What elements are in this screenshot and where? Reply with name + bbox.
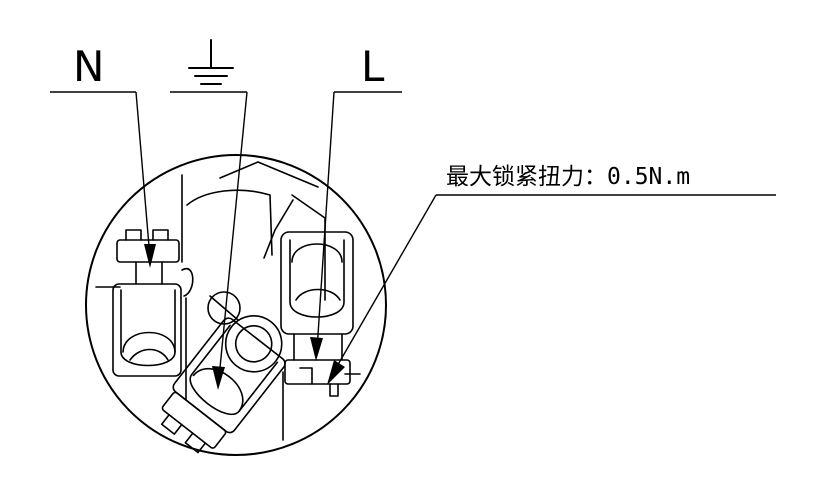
live-label: L	[361, 42, 385, 91]
earth-ground-icon	[188, 39, 234, 85]
neutral-label: N	[73, 42, 104, 91]
torque-note: 最大锁紧扭力：0.5N.m	[446, 164, 690, 190]
live-terminal	[280, 231, 354, 397]
terminal-body	[85, 154, 387, 456]
earth-terminal	[160, 315, 286, 454]
earth-leader	[212, 91, 248, 390]
neutral-leader	[135, 91, 156, 268]
torque-leader	[327, 194, 776, 385]
live-leader	[310, 91, 335, 361]
